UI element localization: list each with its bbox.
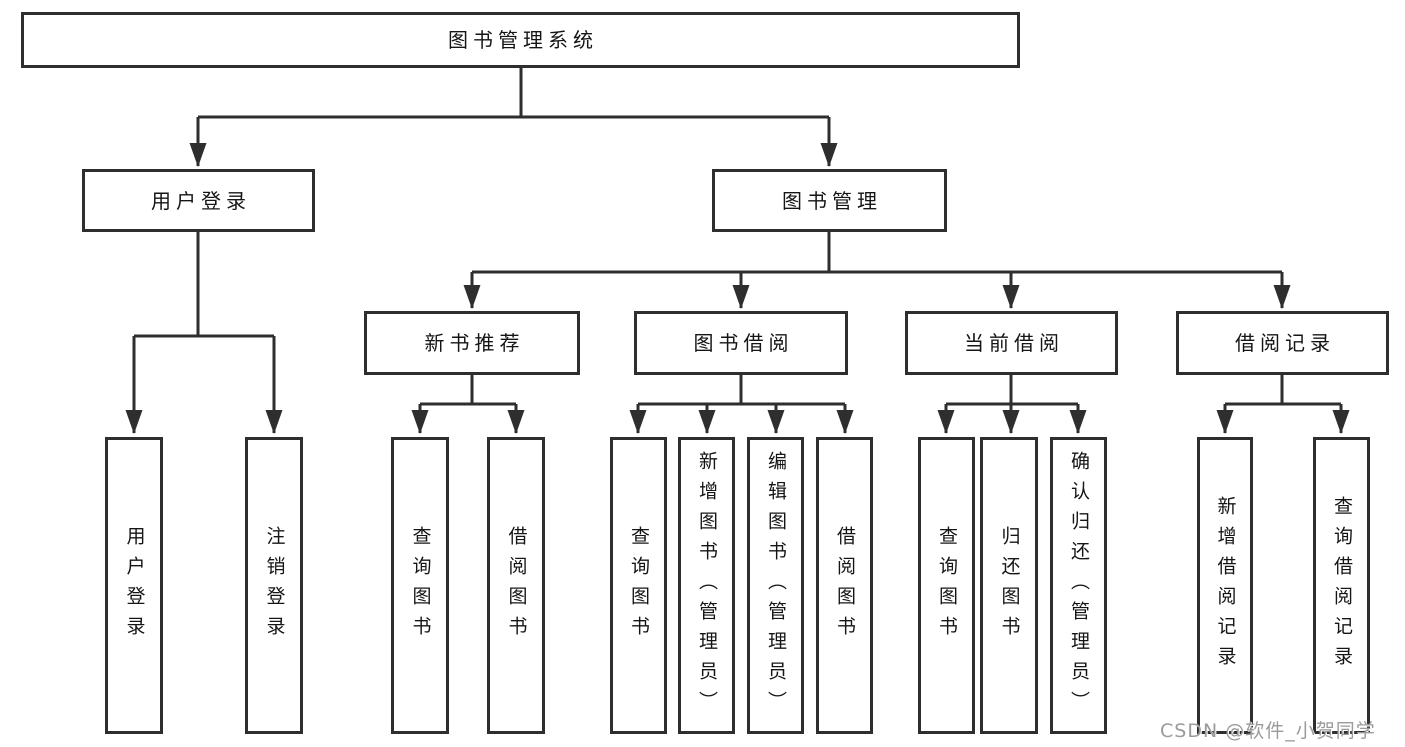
- leaf-query-books: 查询图书: [391, 437, 449, 734]
- leaf-logout: 注销登录: [245, 437, 303, 734]
- leaf-return-book: 归还图书: [980, 437, 1038, 734]
- leaf-add-borrow-record: 新增借阅记录: [1197, 437, 1253, 734]
- leaf-confirm-return-admin: 确认归还（管理员）: [1050, 437, 1107, 734]
- leaf-borrow-books: 借阅图书: [487, 437, 545, 734]
- leaf-query-books: 查询图书: [610, 437, 667, 734]
- connector-root-trunk: [198, 68, 829, 119]
- node-new-book-recommend: 新书推荐: [364, 311, 580, 375]
- leaf-borrow-books: 借阅图书: [816, 437, 873, 734]
- node-book-borrowing: 图书借阅: [634, 311, 848, 375]
- connector-borrow-records-trunk: [1225, 375, 1341, 406]
- node-borrow-records: 借阅记录: [1176, 311, 1389, 375]
- leaf-user-login: 用户登录: [105, 437, 163, 734]
- connector-new-book-trunk: [420, 375, 516, 406]
- node-user-login-branch: 用户登录: [82, 169, 315, 232]
- leaf-query-borrow-record: 查询借阅记录: [1313, 437, 1370, 734]
- connector-book-borrowing-trunk: [638, 375, 845, 406]
- node-library-system: 图书管理系统: [21, 12, 1020, 68]
- node-current-borrowing: 当前借阅: [905, 311, 1118, 375]
- connector-book-management-trunk: [472, 232, 1282, 274]
- node-book-management: 图书管理: [712, 169, 947, 232]
- connector-current-borrowing-trunk: [946, 375, 1078, 406]
- connector-user-login-trunk: [134, 232, 274, 338]
- leaf-query-books: 查询图书: [918, 437, 975, 734]
- csdn-watermark: CSDN @软件_小贺同学: [1160, 720, 1376, 742]
- leaf-add-book-admin: 新增图书（管理员）: [678, 437, 735, 734]
- leaf-edit-book-admin: 编辑图书（管理员）: [747, 437, 804, 734]
